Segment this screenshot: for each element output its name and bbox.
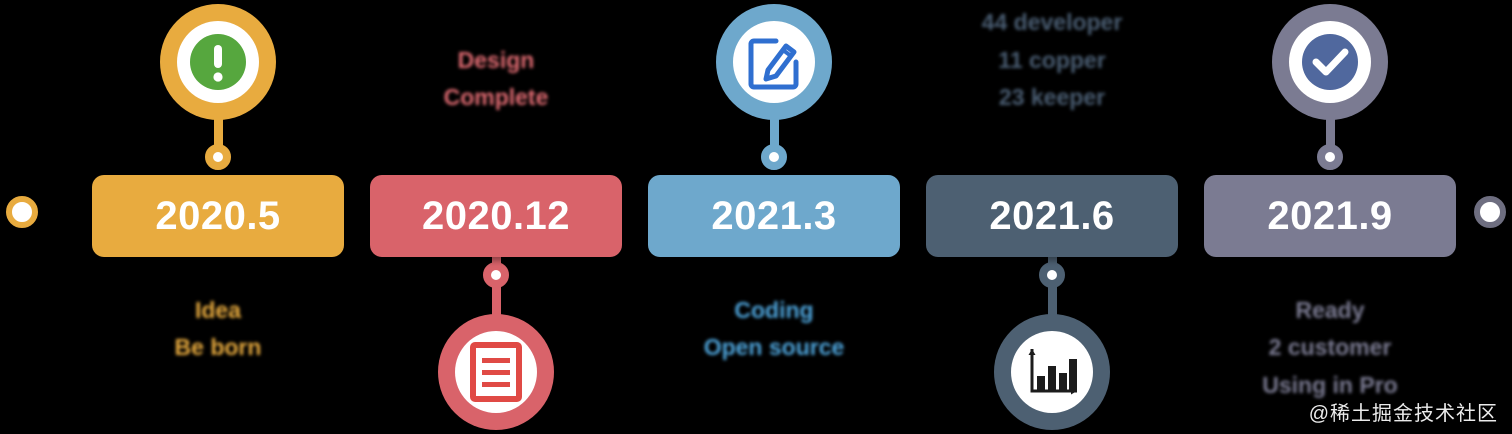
watermark: @稀土掘金技术社区 bbox=[1308, 403, 1498, 425]
bar-chart-icon bbox=[1011, 331, 1093, 413]
milestone-2020.12[interactable]: 2020.12 Design Complete bbox=[358, 0, 634, 434]
connector-knob bbox=[1039, 262, 1065, 288]
milestone-caption: Ready 2 customer Using in Pro bbox=[1262, 297, 1398, 398]
document-icon bbox=[455, 331, 537, 413]
connector-stem bbox=[214, 95, 223, 157]
icon-medallion[interactable] bbox=[1272, 4, 1388, 120]
date-label: 2020.5 bbox=[155, 194, 281, 238]
milestone-2021.6[interactable]: 2021.6 44 developer 11 copper 23 keeper bbox=[914, 0, 1190, 434]
icon-medallion[interactable] bbox=[994, 314, 1110, 430]
connector-knob bbox=[761, 144, 787, 170]
connector-knob bbox=[205, 144, 231, 170]
milestone-caption: Coding Open source bbox=[703, 297, 845, 361]
milestone-caption: Idea Be born bbox=[174, 297, 262, 361]
exclamation-circle-icon bbox=[177, 21, 259, 103]
icon-medallion[interactable] bbox=[716, 4, 832, 120]
connector-stem bbox=[492, 257, 501, 319]
connector-stem bbox=[770, 95, 779, 157]
icon-medallion[interactable] bbox=[160, 4, 276, 120]
date-pill[interactable]: 2021.6 bbox=[926, 175, 1178, 257]
check-circle-icon bbox=[1289, 21, 1371, 103]
timeline-endpoint-right bbox=[1474, 196, 1506, 228]
edit-pencil-icon bbox=[733, 21, 815, 103]
milestone-caption: 44 developer 11 copper 23 keeper bbox=[981, 9, 1123, 110]
milestone-caption: Design Complete bbox=[443, 46, 549, 110]
date-pill[interactable]: 2021.9 bbox=[1204, 175, 1456, 257]
date-label: 2020.12 bbox=[421, 194, 571, 238]
connector-knob bbox=[1317, 144, 1343, 170]
connector-stem bbox=[1326, 95, 1335, 157]
timeline-endpoint-left bbox=[6, 196, 38, 228]
connector-knob bbox=[483, 262, 509, 288]
date-label: 2021.9 bbox=[1267, 194, 1393, 238]
date-pill[interactable]: 2020.5 bbox=[92, 175, 344, 257]
connector-stem bbox=[1048, 257, 1057, 319]
icon-medallion[interactable] bbox=[438, 314, 554, 430]
date-label: 2021.6 bbox=[989, 194, 1115, 238]
date-label: 2021.3 bbox=[711, 194, 837, 238]
date-pill[interactable]: 2021.3 bbox=[648, 175, 900, 257]
date-pill[interactable]: 2020.12 bbox=[370, 175, 622, 257]
